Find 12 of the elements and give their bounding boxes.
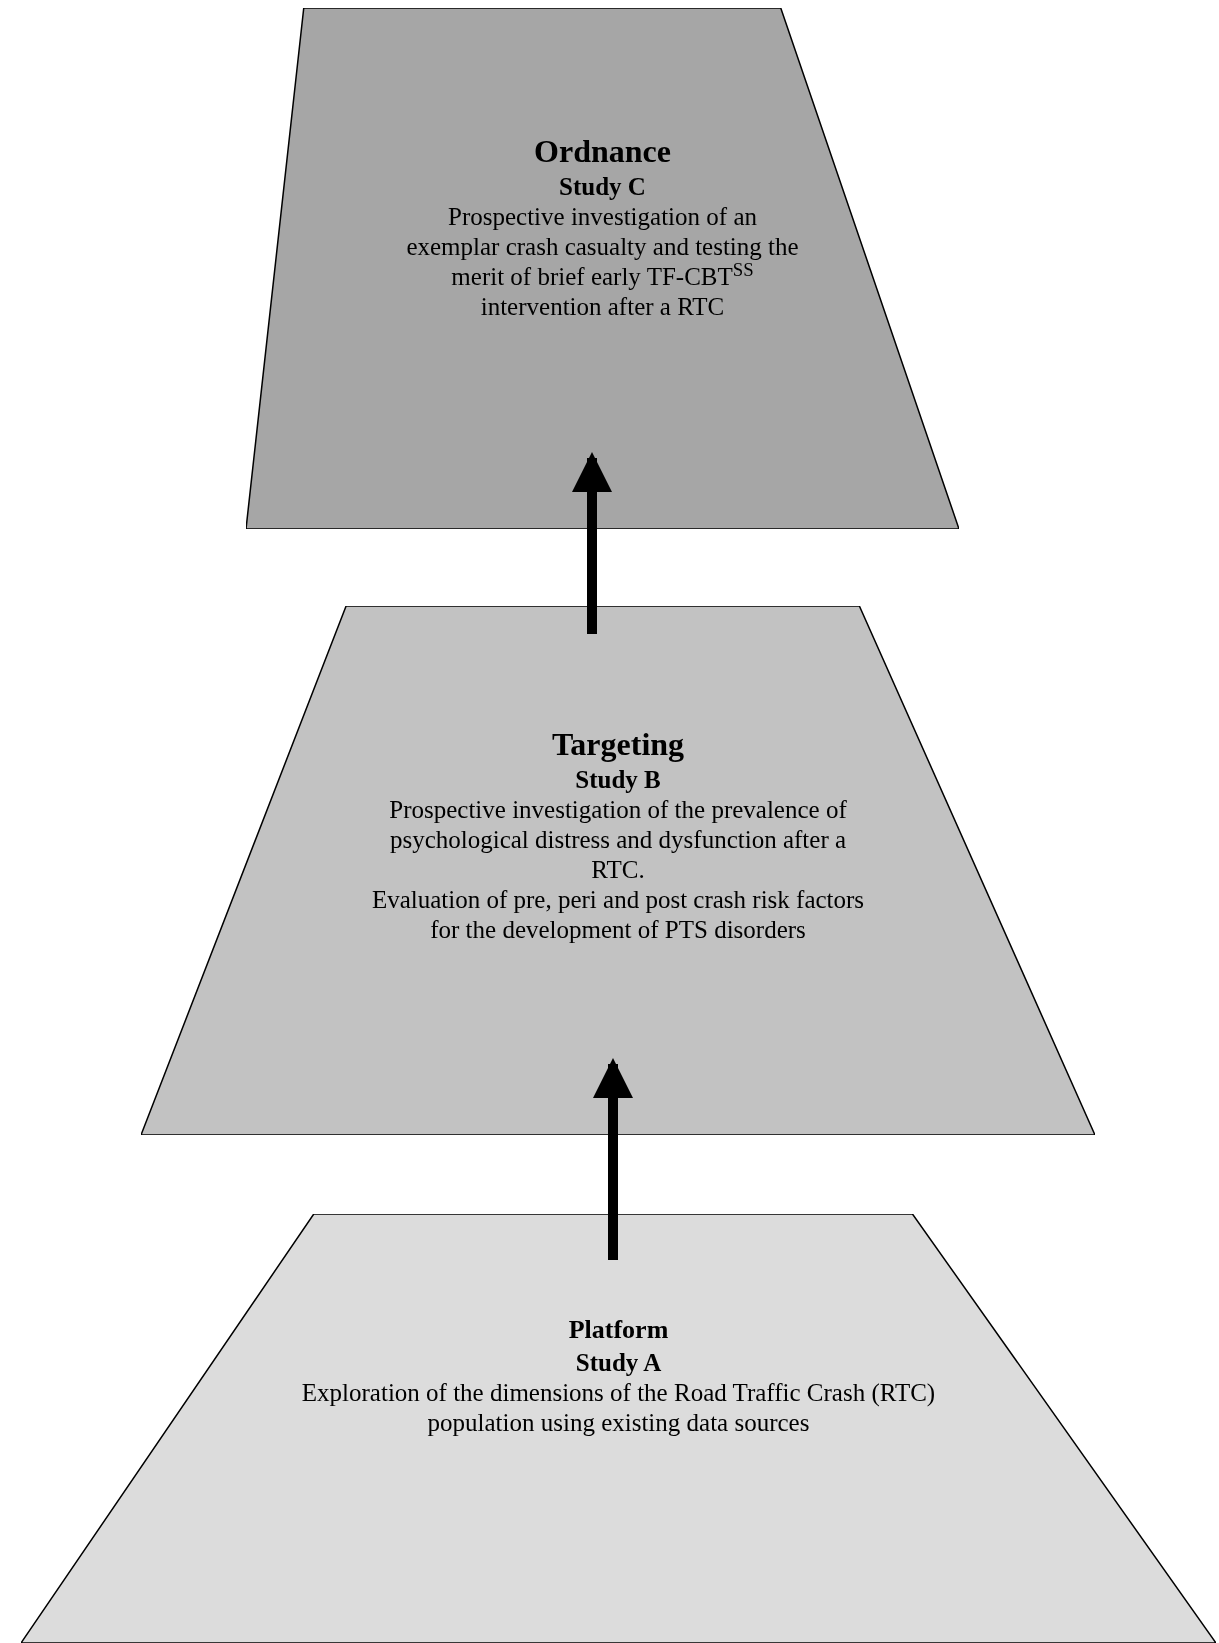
study-label: Study B: [575, 765, 661, 795]
tier-heading: Ordnance: [534, 132, 671, 171]
study-description: Prospective investigation of the prevalence of psychological distress and dysfunction after a RTC.: [388, 795, 848, 886]
tier-heading: Platform: [568, 1314, 669, 1346]
arrow: [593, 1058, 633, 1260]
study-description: Prospective investigation of an exemplar crash casualty and testing the merit of brief early TF-CBT$^{SS}$ intervention after a RTC: [405, 202, 800, 323]
study-description: Exploration of the dimensions of the Road Traffic Crash (RTC) population using existing data sources: [300, 1377, 937, 1438]
study-label: Study C: [559, 172, 646, 202]
arrow: [572, 452, 612, 634]
study-description: Evaluation of pre, peri and post crash risk factors for the development of PTS disorders: [370, 885, 866, 946]
tier-heading: Targeting: [551, 725, 685, 764]
study-label: Study A: [575, 1347, 662, 1378]
